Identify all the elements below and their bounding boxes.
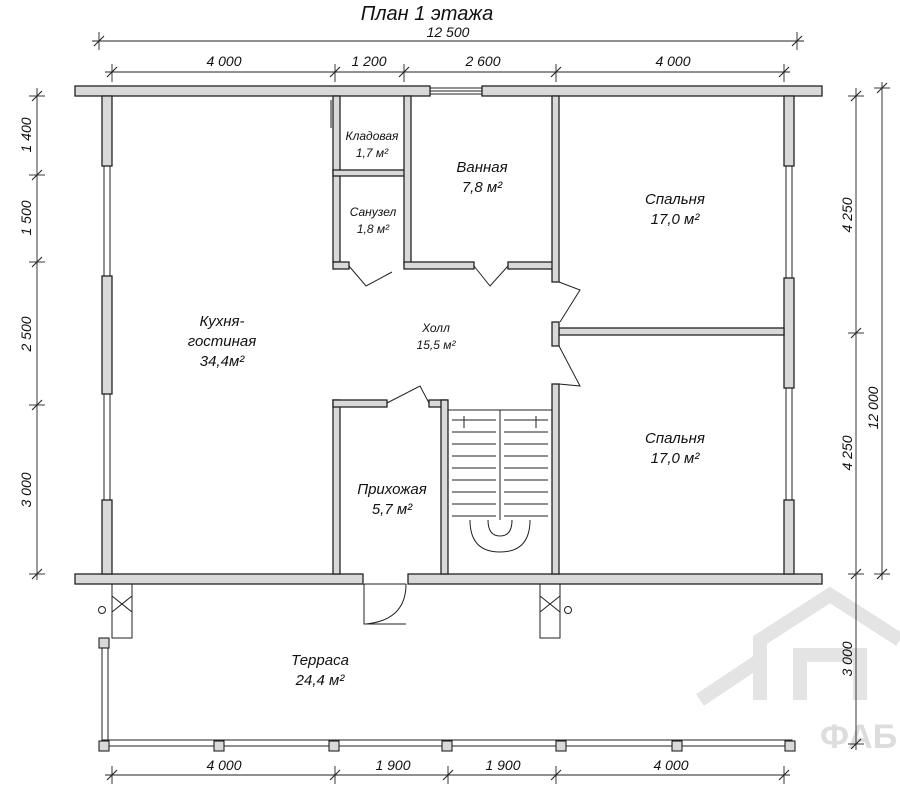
staircase [447,409,553,575]
room-bedroom-1: Спальня 17,0 м² [645,191,705,228]
svg-text:1 400: 1 400 [18,117,34,152]
svg-text:5,7 м²: 5,7 м² [372,501,413,518]
svg-text:12 000: 12 000 [865,386,881,429]
room-pantry: Кладовая 1,7 м² [346,129,399,160]
svg-text:7,8 м²: 7,8 м² [462,179,503,196]
room-terrace: Терраса 24,4 м² [291,652,349,689]
svg-text:Терраса: Терраса [291,652,349,669]
svg-text:24,4 м²: 24,4 м² [295,672,346,689]
dimension-bottom-segments: 4 000 1 900 1 900 4 000 [105,757,790,784]
room-entry: Прихожая 5,7 м² [357,481,427,518]
watermark-text: ФАБ [820,718,897,756]
svg-text:15,5 м²: 15,5 м² [417,338,457,352]
svg-text:3 000: 3 000 [18,472,34,507]
dimension-overall-width: 12 500 [92,24,804,50]
svg-text:Кладовая: Кладовая [346,129,399,143]
svg-text:2 500: 2 500 [18,316,34,352]
dimension-left-segments: 1 400 1 500 2 500 3 000 [18,88,45,580]
svg-text:4 250: 4 250 [839,197,855,232]
svg-text:2 600: 2 600 [464,53,500,69]
svg-text:17,0 м²: 17,0 м² [651,211,701,228]
svg-text:1 200: 1 200 [351,53,386,69]
dimension-overall-height: 12 000 [865,82,890,580]
plan-title: План 1 этажа [361,3,493,25]
svg-text:1,8 м²: 1,8 м² [357,222,390,236]
watermark-logo-icon: ФАБ [696,586,900,756]
svg-text:4 000: 4 000 [206,53,241,69]
svg-text:Спальня: Спальня [645,191,705,208]
svg-text:17,0 м²: 17,0 м² [651,450,701,467]
room-hall: Холл 15,5 м² [417,321,457,352]
svg-text:гостиная: гостиная [188,333,257,350]
exterior-walls [74,85,823,585]
room-kitchen-living: Кухня- гостиная 34,4м² [188,313,257,370]
svg-text:1 900: 1 900 [485,757,520,773]
svg-text:1 500: 1 500 [18,200,34,235]
svg-text:Прихожая: Прихожая [357,481,427,498]
svg-text:Кухня-: Кухня- [200,313,245,330]
svg-text:4 250: 4 250 [839,435,855,470]
svg-text:4 000: 4 000 [653,757,688,773]
svg-text:1,7 м²: 1,7 м² [356,146,389,160]
room-bedroom-2: Спальня 17,0 м² [645,430,705,467]
room-wc: Санузел 1,8 м² [350,205,397,236]
svg-text:12 500: 12 500 [427,24,470,40]
dimension-top-segments: 4 000 1 200 2 600 4 000 [105,53,790,82]
dimension-right-segments: 4 250 4 250 3 000 [839,88,864,750]
room-bathroom: Ванная 7,8 м² [456,159,507,196]
interior-walls [330,95,785,575]
svg-text:4 000: 4 000 [206,757,241,773]
svg-text:3 000: 3 000 [839,641,855,676]
doors [348,265,581,625]
svg-text:Санузел: Санузел [350,205,397,219]
svg-text:Ванная: Ванная [456,159,507,176]
svg-text:Холл: Холл [421,321,450,335]
svg-text:Спальня: Спальня [645,430,705,447]
svg-text:4 000: 4 000 [655,53,690,69]
svg-text:1 900: 1 900 [375,757,410,773]
terrace-structure [98,583,796,752]
svg-text:34,4м²: 34,4м² [200,353,245,370]
